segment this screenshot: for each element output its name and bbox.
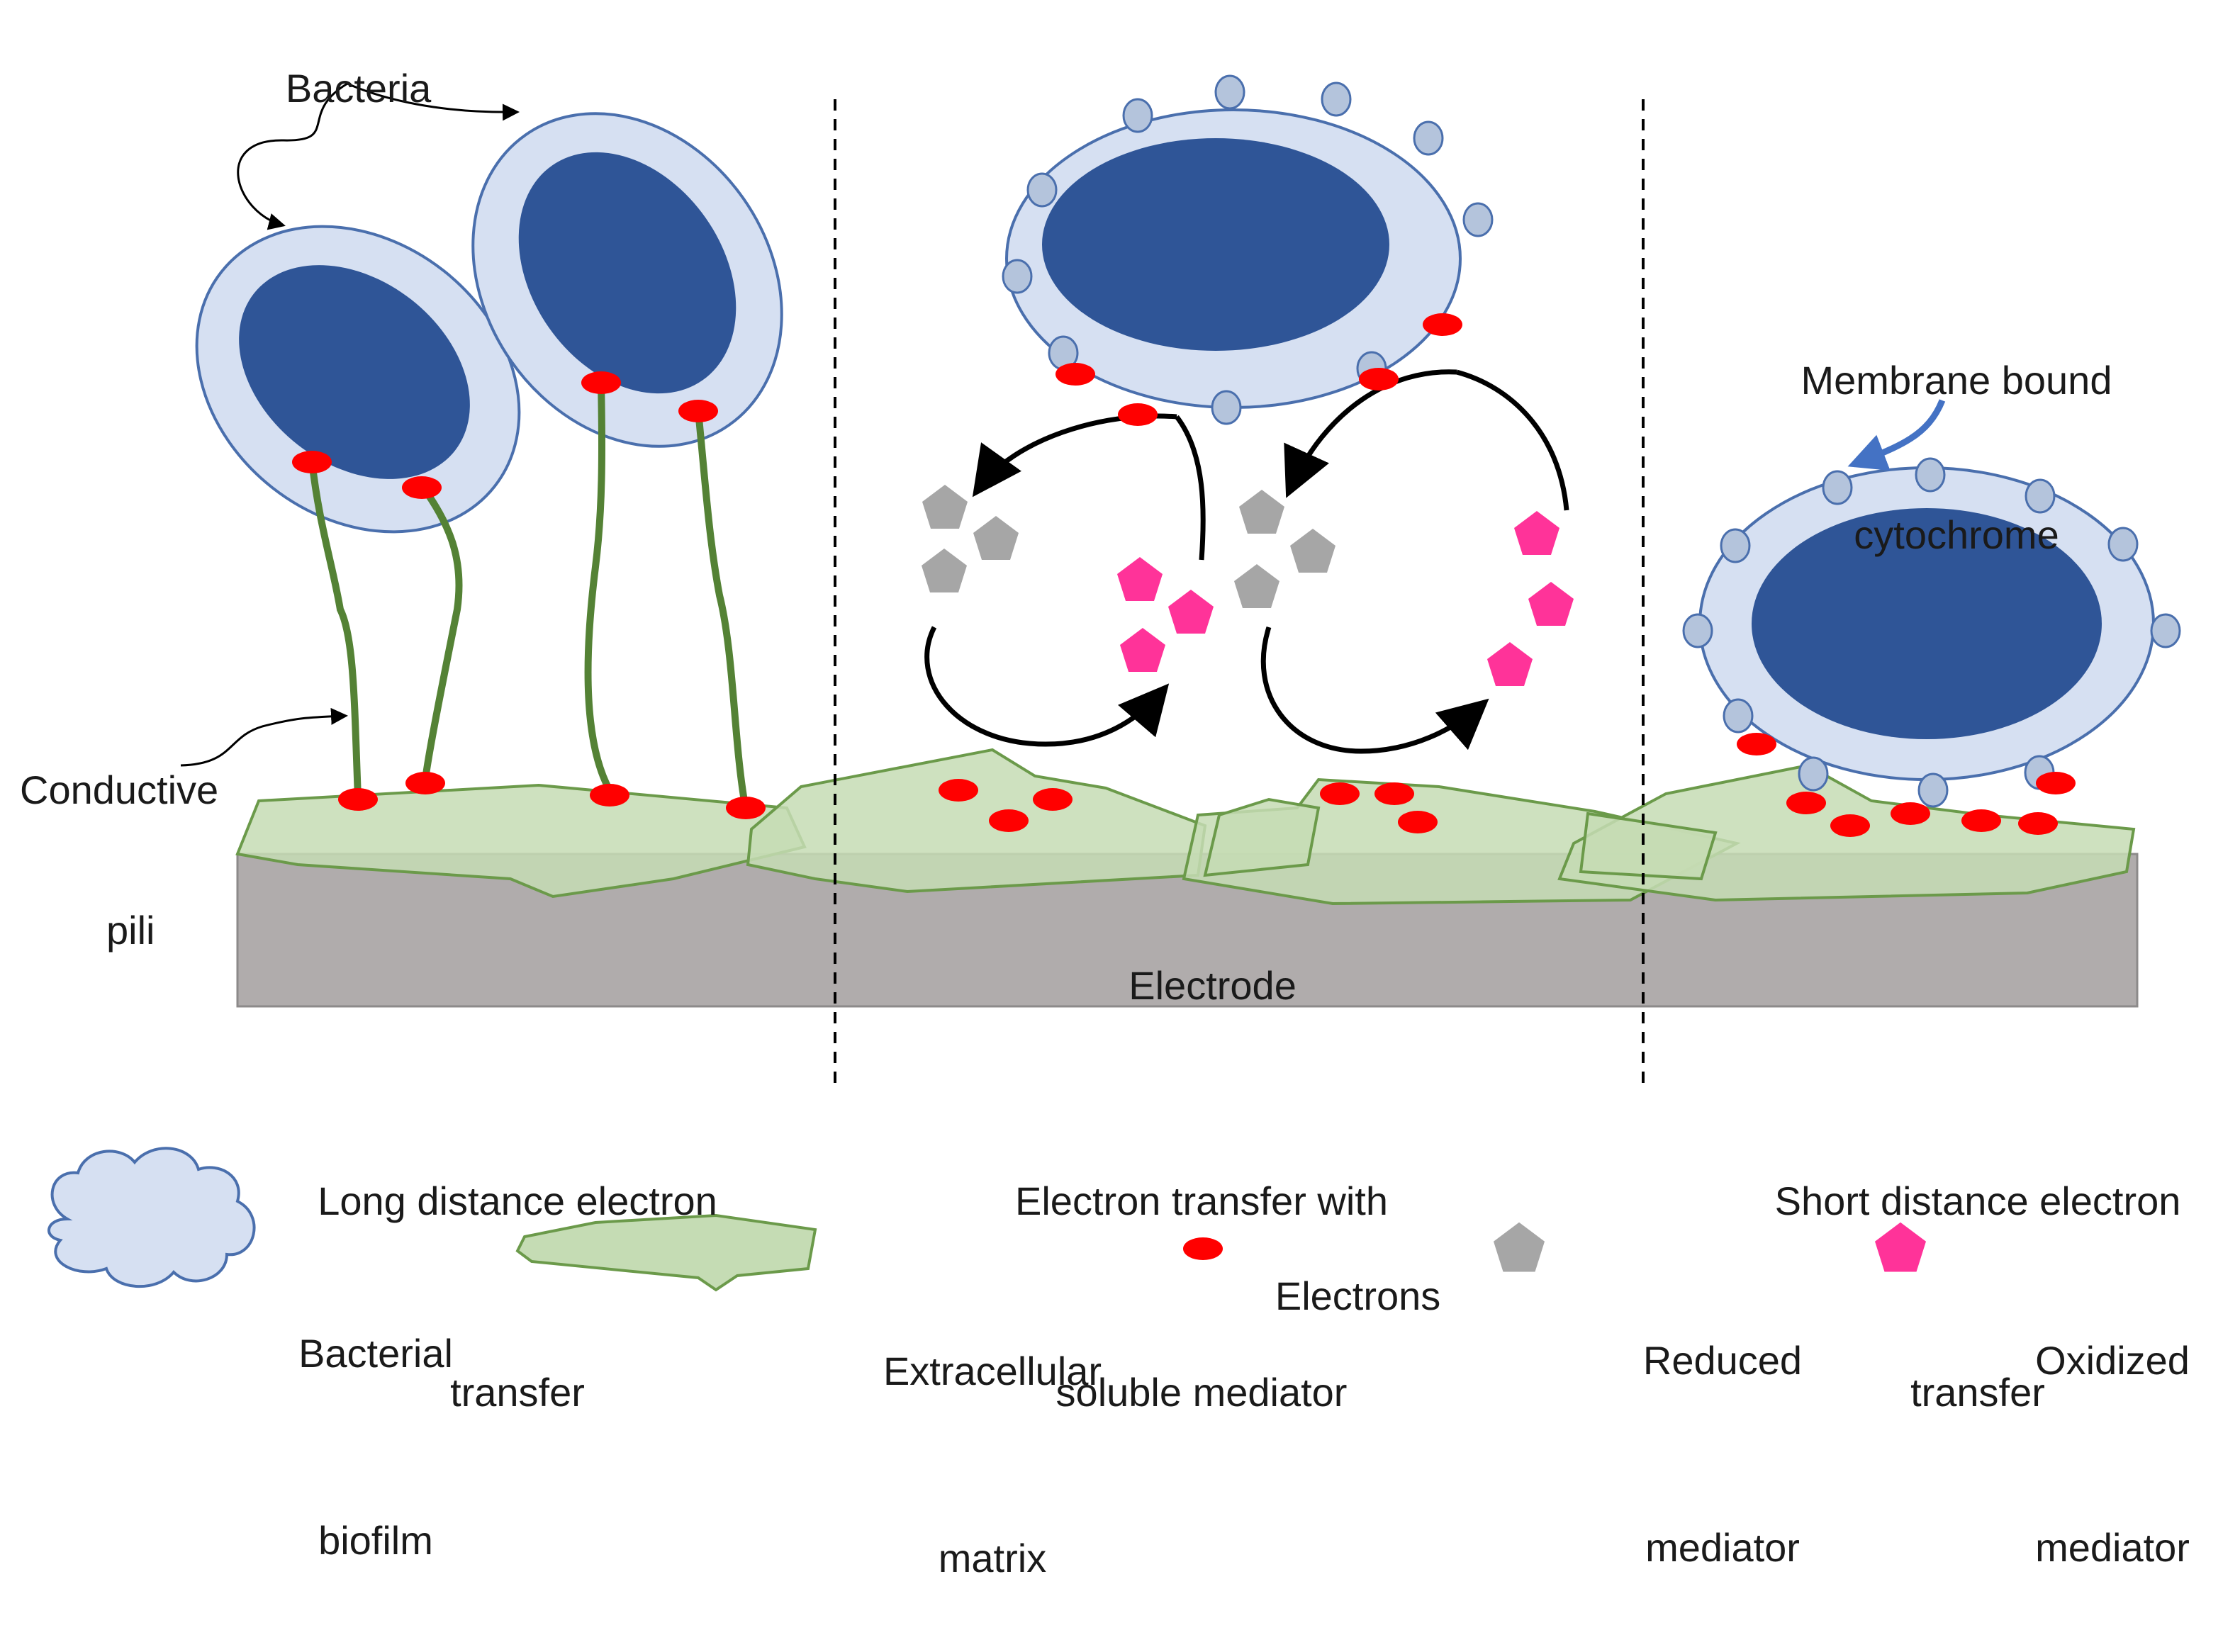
legend-label-oxidized: Oxidized mediator	[1985, 1205, 2240, 1641]
pentagon-gray-icon	[1494, 1222, 1545, 1272]
pili-pointer-arrow	[180, 707, 348, 767]
conductive-pili-label: Conductive pili	[20, 673, 275, 1001]
cloud-icon	[47, 1147, 256, 1288]
section-caption-line1: Short distance electron	[1774, 1179, 2181, 1223]
bacterium	[1005, 108, 1462, 409]
extracellular-matrix	[235, 748, 2136, 906]
legend-line2: biofilm	[318, 1518, 433, 1563]
bacteria-label-text: Bacteria	[285, 66, 432, 111]
bacteria-pointer-arrow	[347, 82, 520, 121]
membrane-cytochrome-line1: Membrane bound	[1801, 358, 2112, 403]
electron-icon	[1183, 1237, 1223, 1260]
bacteria-pointer-arrow	[237, 82, 348, 230]
conductive-pili-line1: Conductive	[20, 768, 219, 812]
matrix-icon	[515, 1213, 817, 1292]
cytochromes	[1682, 457, 2181, 808]
legend-line2: mediator	[1645, 1525, 1800, 1570]
membrane-cytochrome-line2: cytochrome	[1854, 512, 2059, 557]
membrane-cytochrome-label: Membrane bound cytochrome	[1730, 264, 2183, 605]
legend-label-electrons: Electrons	[1241, 1226, 1453, 1320]
electrode-label-text: Electrode	[1129, 963, 1297, 1008]
section-caption-line1: Long distance electron	[318, 1179, 717, 1223]
bacterium	[195, 225, 521, 534]
oxidized-mediators	[1117, 511, 1574, 686]
redox-cycle-arrows	[924, 369, 1569, 754]
conductive-pili-line2: pili	[106, 908, 155, 953]
legend-label-biofilm: Bacterial biofilm	[269, 1198, 482, 1634]
legend-line1: Bacterial	[298, 1331, 453, 1376]
electrons	[292, 313, 2076, 837]
legend-line2: mediator	[2035, 1525, 2190, 1570]
legend-line1: Reduced	[1642, 1338, 1803, 1383]
section-caption-line1: Electron transfer with	[1015, 1179, 1388, 1223]
bacteria-label: Bacteria	[255, 18, 439, 112]
legend-line1: Oxidized	[2035, 1338, 2190, 1383]
bacterium	[1698, 466, 2155, 781]
diagram-canvas	[47, 74, 2181, 1292]
cytochrome-pointer-arrow	[1847, 399, 1946, 471]
legend-line1: Extracellular	[883, 1349, 1102, 1393]
legend-label-matrix: Extracellular matrix	[836, 1215, 1148, 1652]
electrode-label: Electrode	[1063, 916, 1340, 1009]
conductive-pili	[308, 379, 748, 804]
legend-label-reduced: Reduced mediator	[1595, 1205, 1850, 1641]
legend-line2: matrix	[938, 1536, 1047, 1580]
legend-line1: Electrons	[1275, 1274, 1441, 1318]
bacterium	[471, 112, 783, 448]
cytochromes	[1002, 74, 1494, 425]
